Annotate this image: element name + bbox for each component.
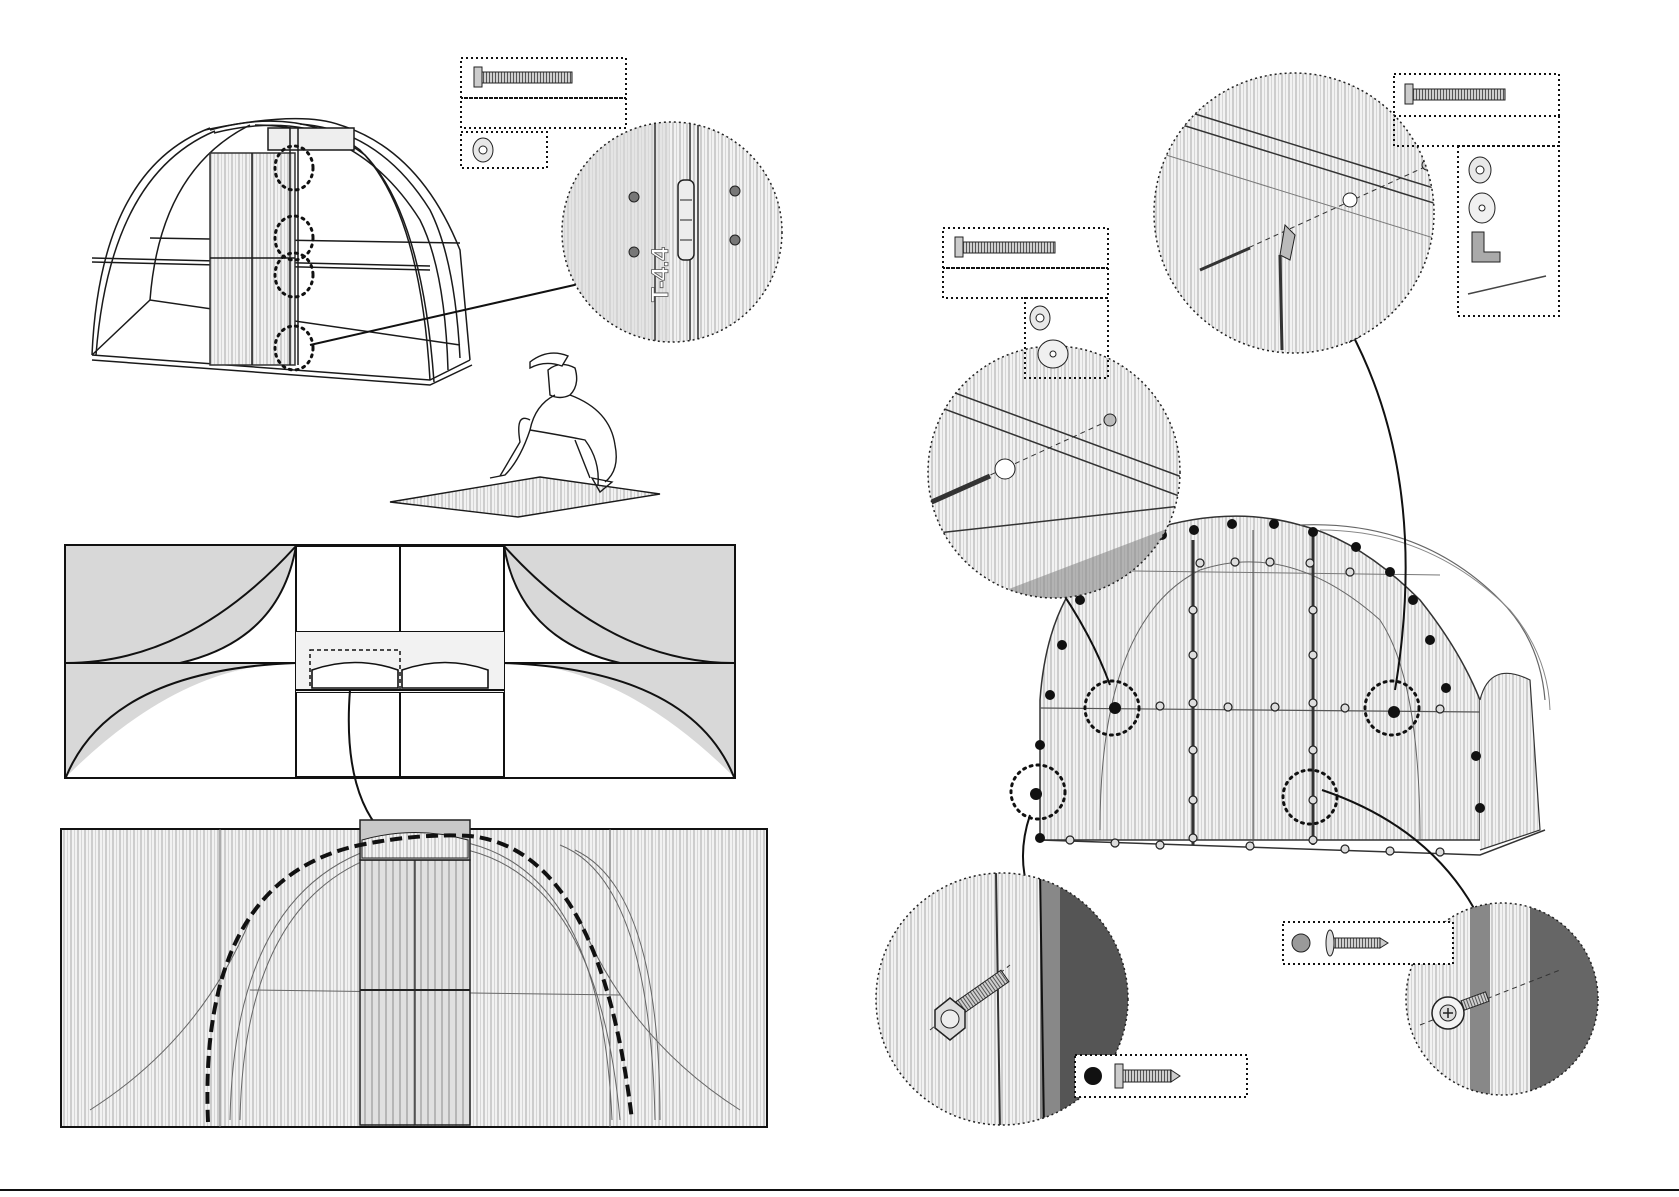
angle-bracket-icon [1472,232,1500,262]
gray-dot-icon [1292,934,1310,952]
washer-icon [1469,193,1495,223]
screw-icon [955,237,1055,257]
screw-icon [474,67,572,87]
hinge-label: T-4.4 [647,247,674,302]
cutting-plan-figure [65,545,735,778]
screw-icon [1405,84,1505,104]
nut-icon [1030,306,1050,330]
top-bracket-detail-magnifier [1150,70,1440,360]
wire-icon [1468,276,1546,294]
polycarbonate-sheet [390,477,660,517]
black-dot-bolt-box [1075,1055,1247,1097]
hinge-detail-magnifier: T-4.4 [560,120,790,350]
black-dot-icon [1084,1067,1102,1085]
screw-callout-box [461,58,626,128]
nut-icon [473,138,493,162]
washer-icon [1038,340,1068,368]
front-panel-installed-figure [61,820,767,1127]
frame-with-door-figure [92,119,472,385]
nut-callout-box [461,132,547,168]
hinge-detail-arrow [310,281,592,345]
nut-icon [1469,157,1491,183]
gray-dot-bolt-box [1283,922,1453,964]
